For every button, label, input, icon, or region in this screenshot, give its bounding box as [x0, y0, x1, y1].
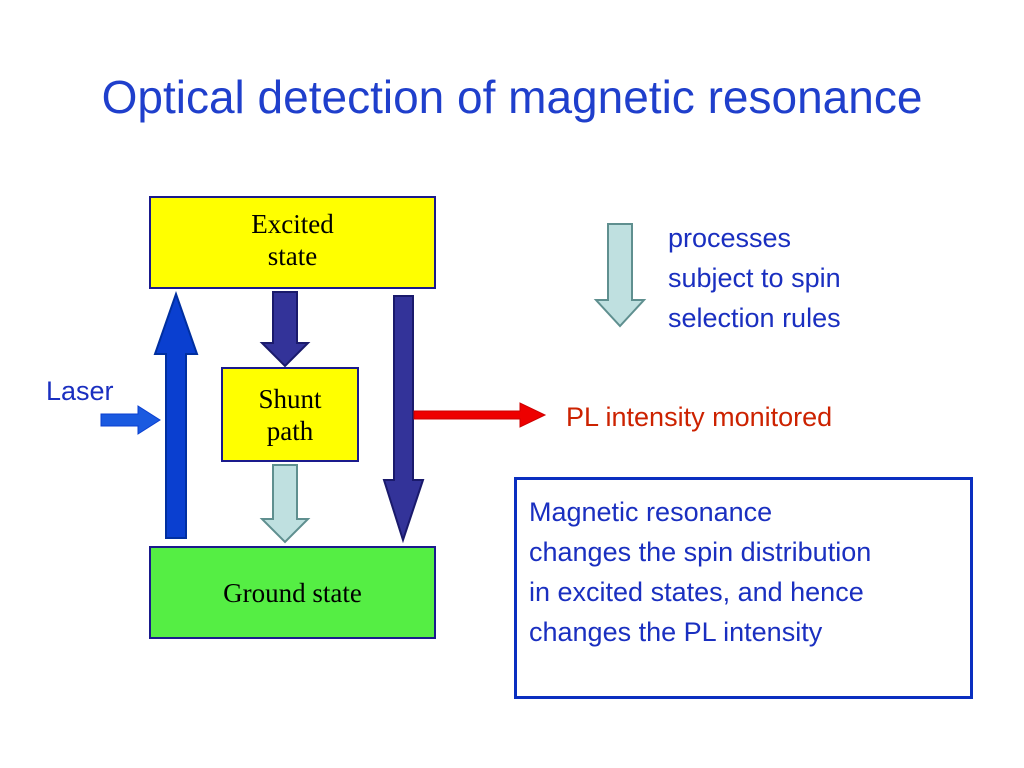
- excitation-arrow: [153, 290, 199, 539]
- shunt-path-label: Shunt path: [258, 383, 322, 446]
- ground-state-label: Ground state: [223, 577, 362, 608]
- excited-state-box: Excited state: [149, 196, 436, 289]
- legend-arrow: [593, 223, 647, 328]
- pl-output-arrow: [413, 402, 547, 428]
- laser-label: Laser: [46, 376, 114, 406]
- ground-state-box: Ground state: [149, 546, 436, 639]
- radiative-decay-arrow: [382, 295, 425, 544]
- excited-state-label: Excited state: [251, 208, 334, 271]
- pl-intensity-label: PL intensity monitored: [566, 402, 833, 432]
- slide-title: Optical detection of magnetic resonance: [101, 71, 923, 123]
- shunt-to-ground-arrow: [259, 464, 311, 544]
- legend-text: processes subject to spin selection rule…: [668, 223, 841, 333]
- shunt-path-box: Shunt path: [221, 367, 359, 462]
- info-text: Magnetic resonance changes the spin dist…: [529, 497, 872, 647]
- excited-to-shunt-arrow: [259, 291, 311, 368]
- laser-input-arrow: [100, 405, 161, 435]
- info-box: Magnetic resonance changes the spin dist…: [514, 477, 973, 699]
